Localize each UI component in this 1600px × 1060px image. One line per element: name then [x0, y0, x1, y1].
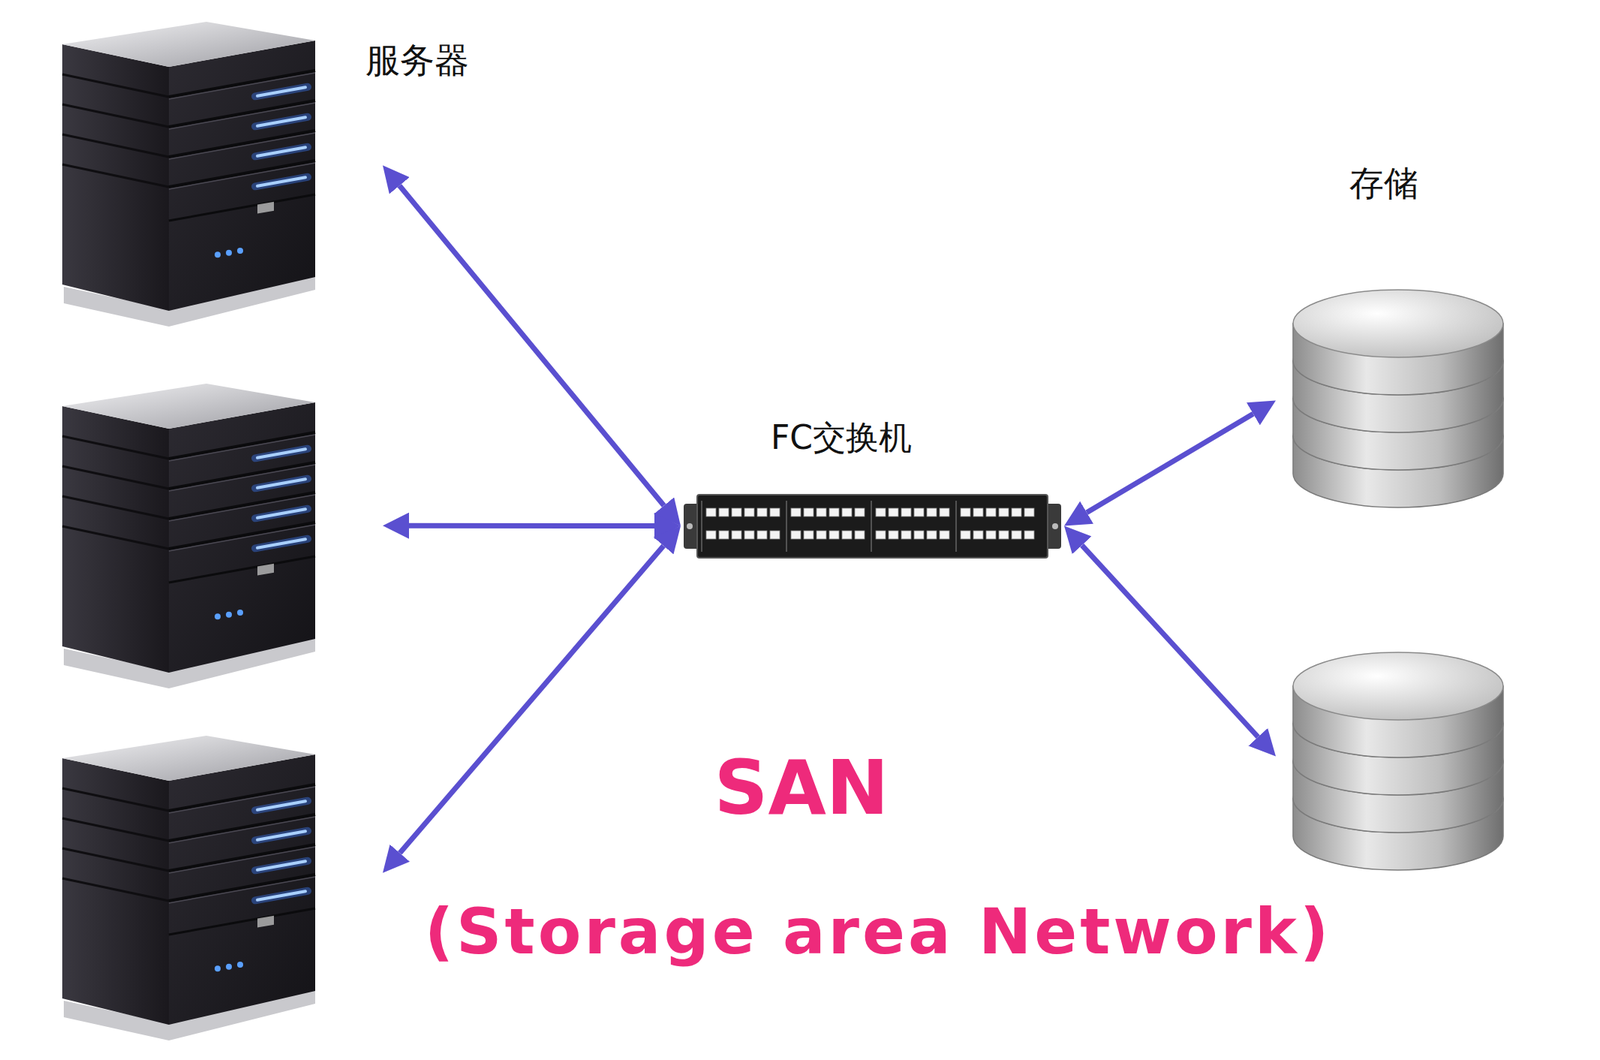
bidirectional-arrow: [399, 185, 664, 506]
server-icon: [56, 372, 322, 689]
server-icon-drawing: [56, 372, 322, 689]
diagram-title-full: (Storage area Network): [424, 896, 1333, 966]
server-icon-drawing: [56, 724, 322, 1041]
storage-icon: [1290, 648, 1506, 873]
bidirectional-arrow: [409, 523, 655, 529]
node-label: 服务器: [365, 40, 470, 81]
bidirectional-arrow: [400, 545, 664, 853]
server-icon: 服务器: [56, 10, 322, 327]
storage-icon-drawing: [1290, 285, 1506, 511]
bidirectional-arrow: [1082, 544, 1259, 737]
server-icon-drawing: [56, 10, 322, 327]
storage-icon-drawing: [1290, 648, 1506, 873]
node-label: FC交换机: [770, 418, 912, 458]
fc-switch-drawing: [683, 490, 1062, 562]
node-label: 存储: [1349, 163, 1419, 204]
bidirectional-arrow: [1086, 413, 1254, 512]
diagram-title-abbr: SAN: [713, 746, 889, 830]
fc-switch: FC交换机: [683, 490, 1062, 562]
storage-icon: 存储: [1290, 285, 1506, 511]
server-icon: [56, 724, 322, 1041]
